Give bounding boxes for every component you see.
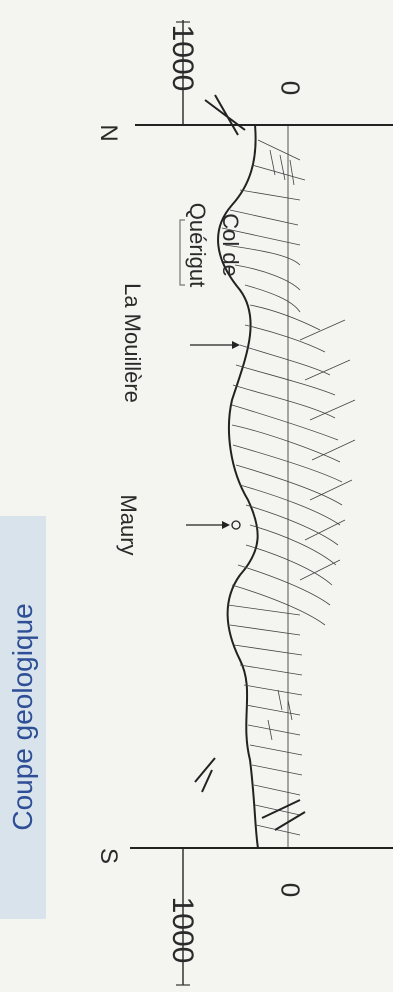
scale-bottom-1000: 1000	[165, 897, 199, 964]
place-maury: Maury	[115, 494, 141, 555]
scale-bottom-zero: 0	[275, 883, 306, 897]
place-col-line2: Quérigut	[184, 203, 210, 287]
scale-top-zero: 0	[275, 81, 306, 95]
scale-top-1000: 1000	[165, 25, 199, 92]
end-label-north: N	[94, 124, 122, 141]
page-title: Coupe geologique	[7, 603, 39, 830]
end-label-south: S	[94, 848, 122, 864]
place-mouillere: La Mouillère	[119, 283, 145, 403]
place-col-line1: Col de	[217, 213, 243, 277]
